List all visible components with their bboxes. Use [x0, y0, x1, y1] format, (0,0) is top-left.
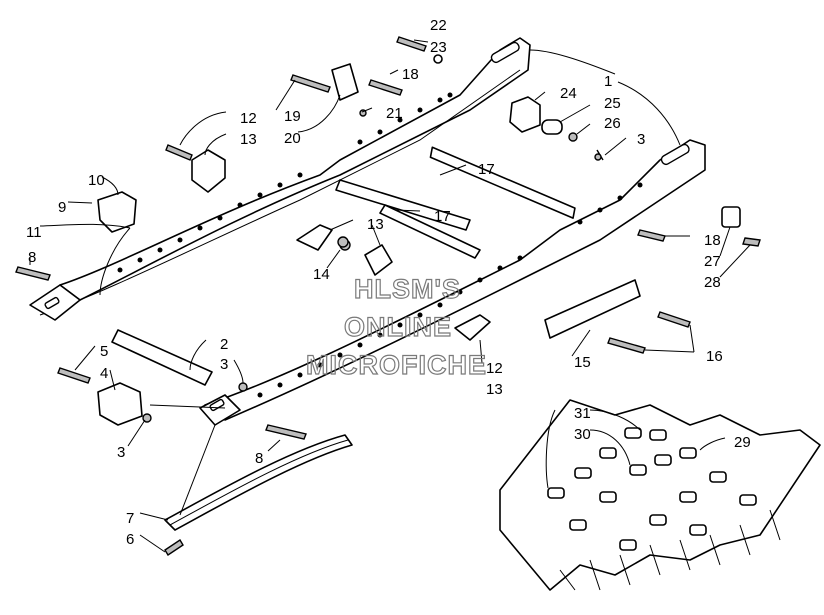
- callout-21: 21: [386, 105, 403, 122]
- callout-18: 18: [704, 232, 721, 249]
- watermark-line-2: ONLINE: [344, 312, 452, 342]
- callout-30: 30: [574, 426, 591, 443]
- callout-12: 12: [240, 110, 257, 127]
- callout-6: 6: [126, 531, 134, 548]
- callout-3: 3: [637, 131, 645, 148]
- callout-13: 13: [240, 131, 257, 148]
- cross-shafts: [335, 146, 576, 259]
- front-slide-rail: [199, 139, 706, 426]
- callout-24: 24: [560, 85, 577, 102]
- callout-20: 20: [284, 130, 301, 147]
- callout-22: 22: [430, 17, 447, 34]
- watermark: HLSM'S ONLINE MICROFICHE: [305, 273, 487, 380]
- callout-18: 18: [402, 66, 419, 83]
- wear-strip: [164, 434, 353, 531]
- callout-23: 23: [430, 39, 447, 56]
- callout-14: 14: [313, 266, 330, 283]
- watermark-line-1: HLSM'S: [354, 274, 461, 304]
- callout-27: 27: [704, 253, 721, 270]
- callout-26: 26: [604, 115, 621, 132]
- callout-15: 15: [574, 354, 591, 371]
- callout-12: 12: [486, 360, 503, 377]
- callout-29: 29: [734, 434, 751, 451]
- callout-5: 5: [100, 343, 108, 360]
- callout-17: 17: [478, 161, 495, 178]
- callout-3: 3: [220, 356, 228, 373]
- callout-28: 28: [704, 274, 721, 291]
- callout-8: 8: [255, 450, 263, 467]
- watermark-line-3: MICROFICHE: [306, 350, 487, 380]
- callout-19: 19: [284, 108, 301, 125]
- callout-13: 13: [367, 216, 384, 233]
- callout-17: 17: [434, 208, 451, 225]
- callout-2: 2: [220, 336, 228, 353]
- callout-25: 25: [604, 95, 621, 112]
- callout-16: 16: [706, 348, 723, 365]
- callout-13: 13: [486, 381, 503, 398]
- callout-4: 4: [100, 365, 108, 382]
- callout-10: 10: [88, 172, 105, 189]
- callout-1: 1: [604, 73, 612, 90]
- callout-7: 7: [126, 510, 134, 527]
- callout-31: 31: [574, 405, 591, 422]
- callout-3: 3: [117, 444, 125, 461]
- callout-8: 8: [28, 249, 36, 266]
- track: [499, 399, 821, 591]
- leader-lines: [29, 39, 751, 553]
- rear-slide-rail: [29, 37, 531, 321]
- callout-9: 9: [58, 199, 66, 216]
- mounting-parts: [15, 36, 761, 556]
- callout-11: 11: [26, 224, 42, 241]
